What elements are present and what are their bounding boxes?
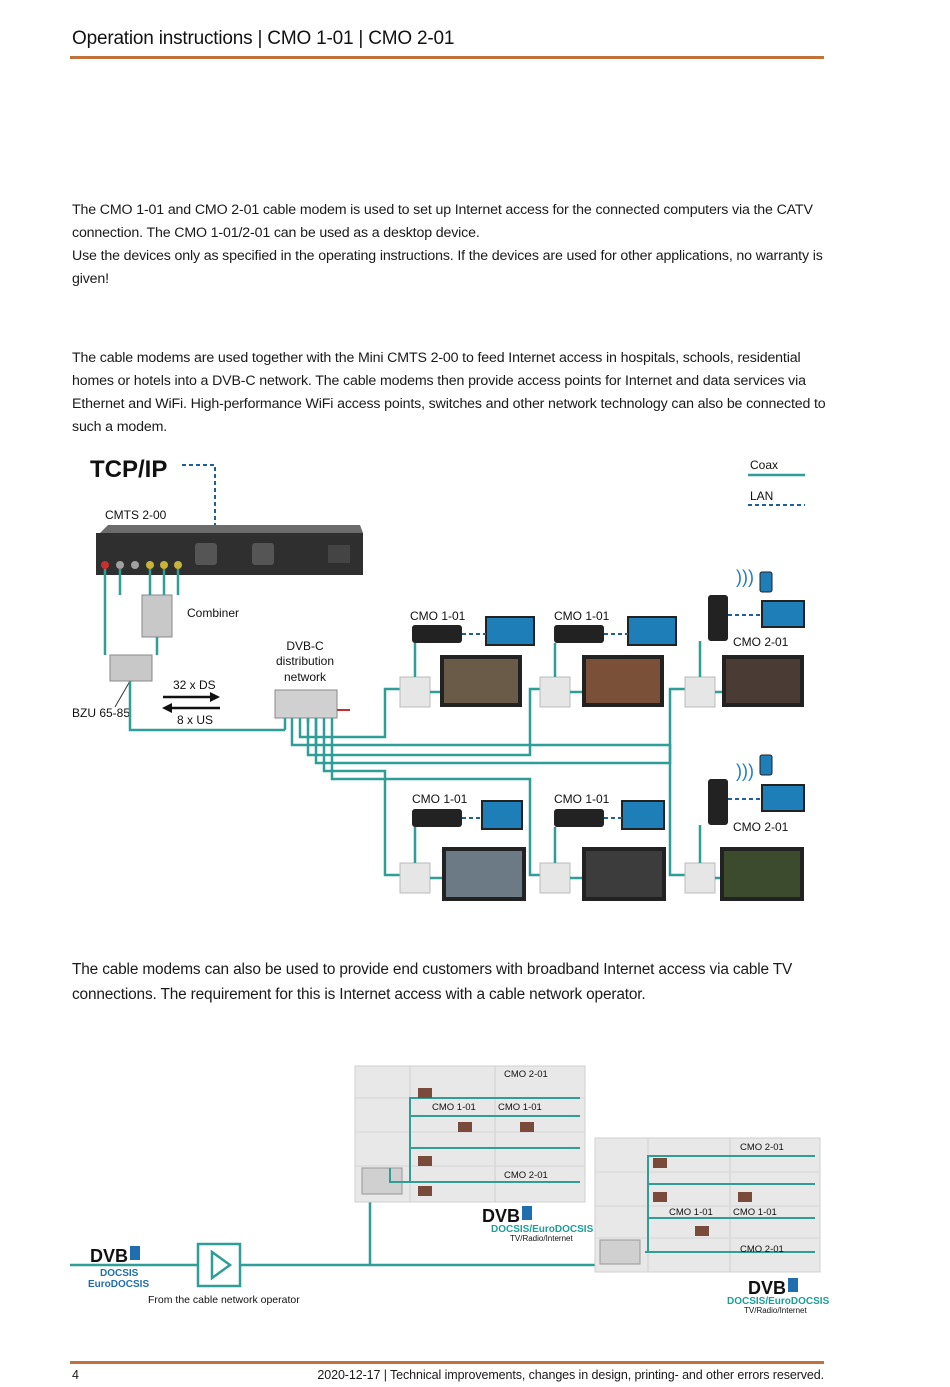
ds-label: 32 x DS [173, 678, 216, 692]
tcpip-label: TCP/IP [90, 456, 167, 483]
tablet-1 [759, 571, 773, 593]
laptop-6 [761, 784, 805, 812]
network-diagram-operator: DVB DOCSIS EuroDOCSIS From the cable net… [70, 1065, 830, 1315]
building2-headend [599, 1239, 641, 1265]
amplifier-box [196, 1242, 242, 1288]
dvb-logo-right: DVB [748, 1278, 786, 1298]
b2-cmo201-top: CMO 2-01 [740, 1142, 784, 1153]
laptop-2 [627, 616, 677, 646]
dvb-logo-mid: DVB [482, 1206, 520, 1226]
building1-coax [389, 1097, 580, 1183]
tv-radio-right: TV/Radio/Internet [744, 1306, 807, 1315]
operator-label: From the cable network operator [148, 1294, 300, 1306]
b2-cmo101-b: CMO 1-01 [733, 1207, 777, 1218]
combiner-device [141, 594, 173, 638]
wall-socket-2 [539, 676, 571, 708]
network-diagram-hotel: TCP/IP Coax LAN CMTS 2-00 Combiner BZU 6… [72, 456, 805, 901]
cmo101-label-1: CMO 1-01 [410, 609, 466, 623]
b1-cmo101-b: CMO 1-01 [498, 1102, 542, 1113]
laptop-5 [621, 800, 665, 830]
cmo101-label-3: CMO 1-01 [412, 792, 468, 806]
wall-socket-6 [684, 862, 716, 894]
cmo201-device-1 [708, 595, 728, 641]
building2-coax [645, 1155, 815, 1253]
bzu-label: BZU 65-85 [72, 706, 130, 720]
b1-cmo201-bottom: CMO 2-01 [504, 1170, 548, 1181]
amplifier-triangle-icon [210, 1249, 233, 1281]
dist-label-3: network [284, 670, 327, 684]
legend-lan-label: LAN [750, 489, 773, 503]
cmts-device [96, 533, 363, 575]
coax-branch-lines [306, 687, 685, 877]
laptop-3 [761, 600, 805, 628]
docsis-label: DOCSIS [100, 1268, 139, 1279]
wall-socket-3 [684, 676, 716, 708]
footer-rule [70, 1361, 824, 1364]
tv-radio-mid: TV/Radio/Internet [510, 1234, 573, 1243]
wall-socket-4 [399, 862, 431, 894]
bzu-pointer [114, 680, 131, 708]
dvbc-distribution-device [274, 689, 338, 719]
cmo201-device-2 [708, 779, 728, 825]
eurodocsis-label: EuroDOCSIS [88, 1279, 149, 1290]
intro-paragraph: The CMO 1-01 and CMO 2-01 cable modem is… [72, 199, 832, 291]
dist-label-1: DVB-C [286, 639, 324, 653]
us-label: 8 x US [177, 713, 213, 727]
b2-cmo101-a: CMO 1-01 [669, 1207, 713, 1218]
usage-paragraph: The cable modems are used together with … [72, 347, 832, 439]
cmo101-device-3 [412, 809, 462, 827]
docsis-euro-right: DOCSIS/EuroDOCSIS [727, 1296, 830, 1307]
usage-text: The cable modems are used together with … [72, 350, 826, 435]
cmo201-label-2: CMO 2-01 [733, 820, 789, 834]
tablet-2 [759, 754, 773, 776]
b1-cmo201-top: CMO 2-01 [504, 1069, 548, 1080]
page-number: 4 [72, 1368, 79, 1382]
docsis-euro-mid: DOCSIS/EuroDOCSIS [491, 1224, 594, 1235]
b1-cmo101-a: CMO 1-01 [432, 1102, 476, 1113]
broadband-paragraph: The cable modems can also be used to pro… [72, 958, 832, 1007]
cmts-power [328, 545, 350, 563]
wifi-icon-1: ))) [736, 567, 754, 587]
cmts-connector-2 [252, 543, 274, 565]
cmts-connector-1 [195, 543, 217, 565]
header-rule [70, 56, 824, 59]
wall-socket-1 [399, 676, 431, 708]
cmo201-label-1: CMO 2-01 [733, 635, 789, 649]
cmo101-device-2 [554, 625, 604, 643]
cmo101-label-4: CMO 1-01 [554, 792, 610, 806]
combiner-label: Combiner [187, 606, 239, 620]
coax-headend-lines [103, 569, 285, 732]
lan-uplink-line [182, 464, 216, 525]
bzu-device [109, 654, 153, 682]
cmo101-device-4 [554, 809, 604, 827]
intro-line-1: The CMO 1-01 and CMO 2-01 cable modem is… [72, 202, 813, 241]
page-header-title: Operation instructions | CMO 1-01 | CMO … [72, 28, 455, 49]
laptop-1 [485, 616, 535, 646]
intro-line-2: Use the devices only as specified in the… [72, 248, 823, 287]
dvb-logo-left: DVB [90, 1246, 128, 1266]
wifi-icon-2: ))) [736, 761, 754, 781]
footer-note: 2020-12-17 | Technical improvements, cha… [317, 1368, 824, 1382]
broadband-text: The cable modems can also be used to pro… [72, 961, 793, 1003]
cmo101-label-2: CMO 1-01 [554, 609, 610, 623]
laptop-4 [481, 800, 523, 830]
cmts-label: CMTS 2-00 [105, 508, 167, 522]
legend-coax-label: Coax [750, 458, 778, 472]
dist-label-2: distribution [276, 654, 334, 668]
cmts-top [100, 525, 363, 533]
wall-socket-5 [539, 862, 571, 894]
b2-cmo201-bottom: CMO 2-01 [740, 1244, 784, 1255]
cmo101-device-1 [412, 625, 462, 643]
